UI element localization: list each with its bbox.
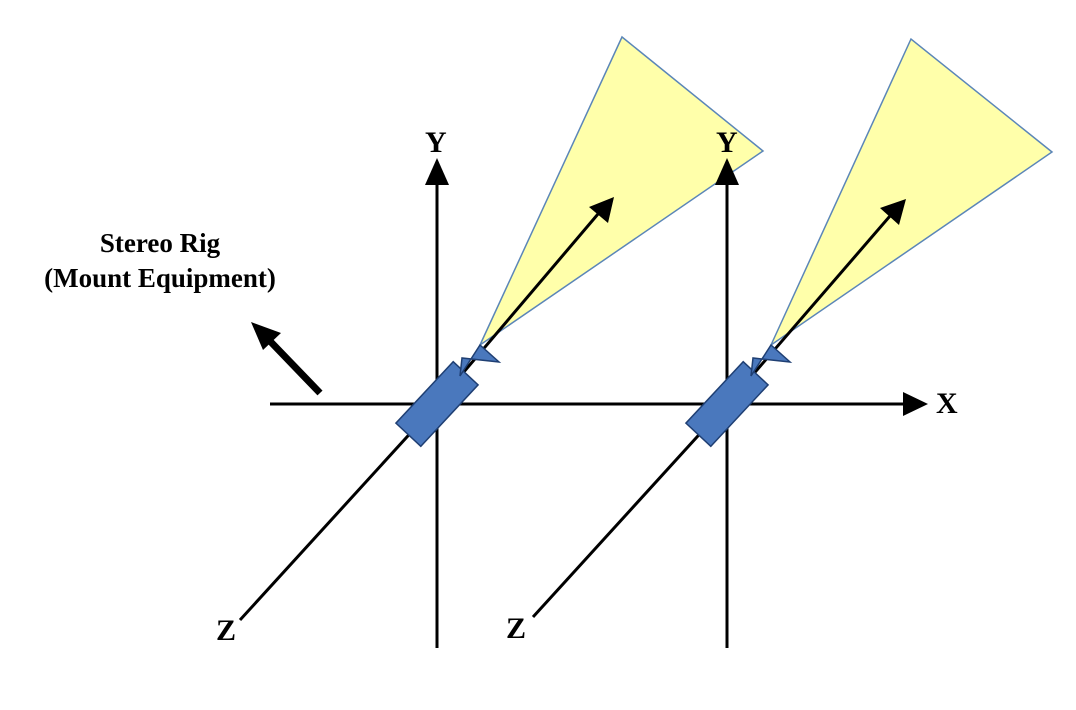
- x-axis-arrowhead: [903, 392, 928, 416]
- camera-left-y-arrowhead: [425, 158, 449, 185]
- camera-right-body: [684, 360, 770, 448]
- x-axis-label: X: [936, 387, 958, 420]
- camera-left-optical-arrowhead: [589, 197, 614, 223]
- camera-left-z-axis: [238, 402, 439, 622]
- camera-left-frustum: [478, 35, 765, 348]
- camera-right-y-label: Y: [716, 126, 738, 159]
- camera-left: Y Z: [216, 35, 765, 648]
- rig-annotation: Stereo Rig (Mount Equipment): [44, 228, 323, 396]
- camera-right: Y Z: [506, 37, 1054, 648]
- camera-left-z-label: Z: [216, 614, 236, 647]
- camera-left-y-label: Y: [425, 126, 447, 159]
- camera-left-lens: [459, 343, 502, 377]
- camera-right-optical-arrowhead: [880, 199, 906, 225]
- camera-right-z-label: Z: [506, 612, 526, 645]
- camera-right-y-arrowhead: [715, 158, 739, 185]
- rig-pointer-arrowhead: [251, 322, 281, 350]
- camera-right-z-axis: [531, 402, 729, 619]
- camera-left-optical-axis: [438, 213, 600, 401]
- rig-title: Stereo Rig: [100, 228, 221, 258]
- camera-right-lens: [750, 343, 793, 377]
- rig-pointer-arrow: [265, 336, 323, 396]
- camera-right-optical-axis: [729, 215, 892, 401]
- camera-right-frustum: [769, 37, 1054, 348]
- camera-left-body: [394, 360, 480, 448]
- rig-subtitle: (Mount Equipment): [44, 263, 276, 293]
